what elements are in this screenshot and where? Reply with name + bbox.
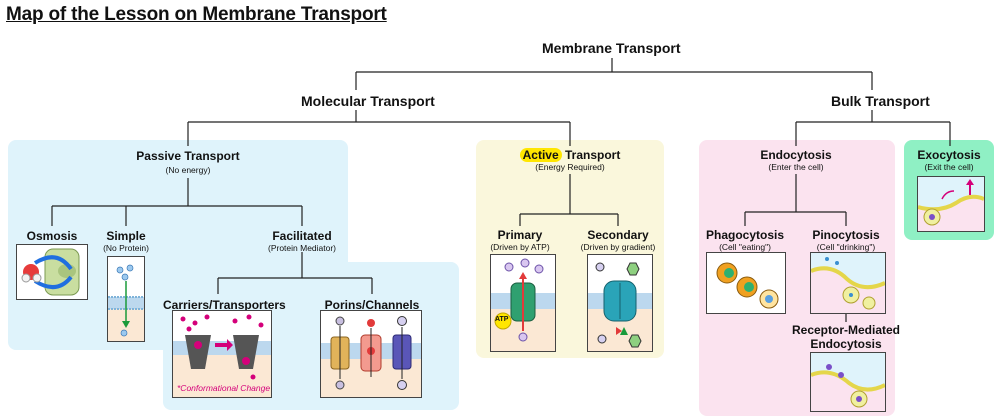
osmosis-label: Osmosis	[26, 229, 78, 243]
endocytosis-label: Endocytosis	[760, 148, 832, 162]
primary-label: Primary	[497, 228, 543, 242]
secondary-label: Secondary	[587, 228, 649, 242]
conformational-change-note: *Conformational Change	[177, 383, 271, 393]
exocytosis-label: Exocytosis	[917, 148, 981, 162]
osmosis-illustration	[16, 244, 88, 300]
passive-transport-label: Passive Transport	[136, 149, 240, 163]
bulk-transport-label: Bulk Transport	[831, 93, 930, 109]
phagocytosis-illustration	[706, 252, 786, 314]
exocytosis-sub: (Exit the cell)	[924, 162, 974, 172]
secondary-illustration	[587, 254, 653, 352]
carriers-label: Carriers/Transporters	[163, 298, 286, 312]
active-highlight: Active	[519, 148, 562, 162]
simple-diffusion-illustration	[107, 256, 145, 342]
primary-illustration: ATP	[490, 254, 556, 352]
endocytosis-sub: (Enter the cell)	[768, 162, 824, 172]
page-title: Map of the Lesson on Membrane Transport	[6, 4, 387, 25]
facilitated-sub: (Protein Mediator)	[267, 243, 337, 253]
receptor-mediated-illustration	[810, 352, 886, 412]
primary-sub: (Driven by ATP)	[490, 242, 550, 252]
exocytosis-illustration	[917, 176, 985, 232]
porins-illustration	[320, 310, 422, 398]
active-transport-rest: Transport	[561, 148, 621, 162]
receptor-mediated-label-line2: Endocytosis	[810, 337, 882, 351]
receptor-mediated-label: Receptor-Mediated	[791, 323, 901, 337]
simple-sub: (No Protein)	[103, 243, 149, 253]
pinocytosis-illustration	[810, 252, 886, 314]
secondary-sub: (Driven by gradient)	[580, 242, 656, 252]
simple-label: Simple	[106, 229, 146, 243]
carriers-illustration: *Conformational Change	[172, 310, 272, 398]
molecular-transport-label: Molecular Transport	[301, 93, 435, 109]
pinocytosis-label: Pinocytosis	[812, 228, 880, 242]
phagocytosis-sub: (Cell "eating")	[719, 242, 771, 252]
membrane-transport-label: Membrane Transport	[542, 40, 681, 56]
phagocytosis-label: Phagocytosis	[705, 228, 785, 242]
porins-label: Porins/Channels	[324, 298, 420, 312]
active-transport-label: Active Transport	[500, 148, 640, 162]
facilitated-label: Facilitated	[272, 229, 332, 243]
pinocytosis-sub: (Cell "drinking")	[816, 242, 876, 252]
passive-transport-sub: (No energy)	[165, 165, 211, 175]
atp-label: ATP	[495, 316, 509, 323]
active-transport-sub: (Energy Required)	[535, 162, 605, 172]
